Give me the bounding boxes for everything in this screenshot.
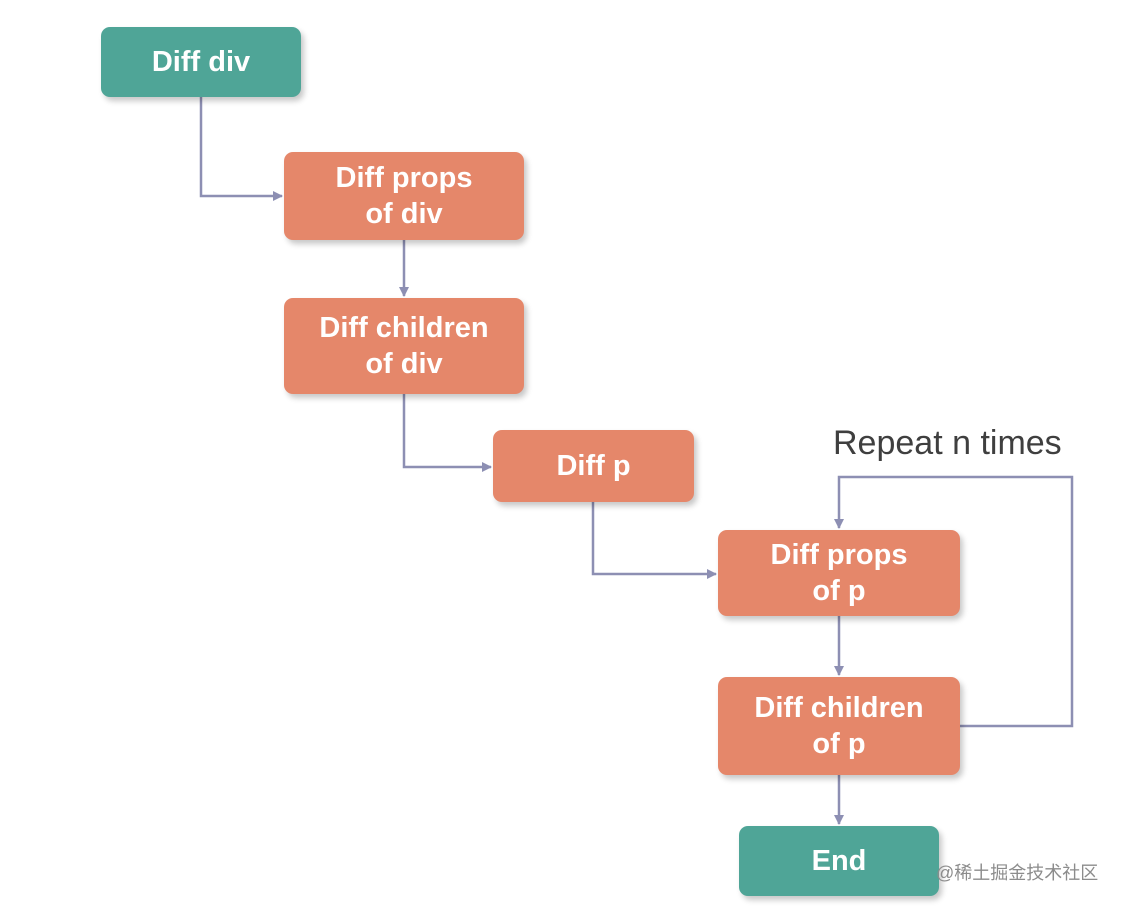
node-diff-children-of-p: Diff children of p [718,677,960,775]
arrow-diff-div-to-props [199,97,283,201]
loop-label: Repeat n times [833,424,1062,462]
arrow-diff-p-to-props-p [591,502,717,579]
node-diff-children-of-div-line-2: of div [365,348,443,380]
node-diff-props-of-div: Diff props of div [284,152,524,240]
loop-arrow-repeat [834,475,1074,728]
node-diff-children-of-p-line-1: Diff children [754,692,924,724]
node-diff-children-of-p-line-2: of p [812,728,866,760]
node-diff-children-of-div-line-1: Diff children [319,312,489,344]
node-diff-props-of-p-line-2: of p [812,575,866,607]
watermark: @稀土掘金技术社区 [936,863,1099,883]
node-diff-div: Diff div [101,27,301,97]
node-diff-props-of-div-line-1: Diff props [335,162,473,194]
node-diff-props-of-p-line-1: Diff props [770,539,908,571]
node-diff-props-of-div-line-2: of div [365,198,443,230]
arrow-children-div-to-diff-p [402,394,492,472]
node-diff-p: Diff p [493,430,694,502]
node-end-label: End [811,845,867,877]
node-diff-props-of-p: Diff props of p [718,530,960,616]
node-diff-children-of-div: Diff children of div [284,298,524,394]
node-diff-div-label: Diff div [151,46,251,78]
node-diff-p-label: Diff p [556,450,631,482]
node-end: End [739,826,939,896]
